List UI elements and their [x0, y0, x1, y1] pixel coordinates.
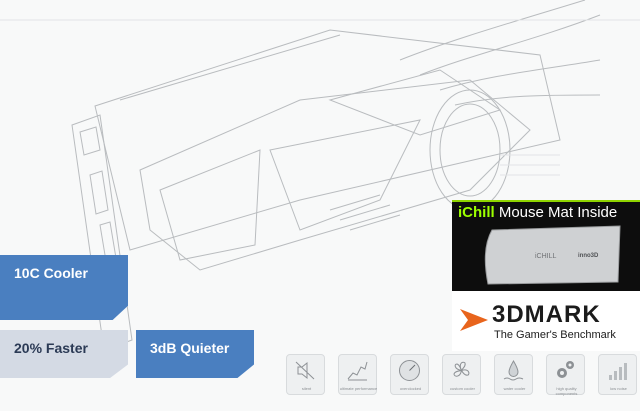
mouse-mat-image: iCHILL inno3D [484, 225, 621, 285]
silent-speaker-icon [295, 361, 315, 380]
feature-caption: overclocked [399, 386, 422, 391]
mouse-mat-brand: iChill [458, 204, 495, 221]
water-drop-icon [503, 360, 524, 381]
mouse-mat-title-rest: Mouse Mat Inside [498, 204, 618, 221]
3dmark-subtitle: The Gamer's Benchmark [494, 329, 616, 341]
feature-custom-cooler: custom cooler [442, 354, 481, 395]
feature-caption: high quality components [555, 386, 578, 396]
3dmark-logo-text: 3DMARK [492, 301, 601, 328]
mouse-mat-title: iChill Mouse Mat Inside [458, 204, 617, 221]
feature-caption: silent [301, 386, 312, 391]
badge-quieter: 3dB Quieter [136, 330, 254, 378]
3dmark-promo: 3DMARK The Gamer's Benchmark [452, 291, 640, 351]
mouse-mat-promo: iChill Mouse Mat Inside iCHILL inno3D [452, 200, 640, 292]
feature-components: high quality components [546, 354, 585, 396]
feature-low-noise: low noise [598, 354, 637, 395]
feature-performance: ultimate performance [338, 354, 377, 395]
badge-faster: 20% Faster [0, 330, 128, 378]
feature-icons-row: silent ultimate performance overclocked … [286, 354, 640, 411]
bar-chart-icon [609, 363, 627, 380]
feature-caption: ultimate performance [339, 386, 378, 391]
feature-caption: custom cooler [450, 386, 475, 391]
3dmark-logo-icon [460, 309, 488, 331]
gears-icon [557, 361, 574, 378]
performance-graph-icon [347, 361, 368, 381]
mouse-mat-label: iCHILL [535, 253, 557, 260]
overclock-gauge-icon [399, 360, 420, 381]
fan-icon [453, 361, 470, 377]
badge-cooler: 10C Cooler [0, 255, 128, 320]
mouse-mat-right-label: inno3D [578, 253, 599, 259]
feature-water-cooler: water cooler [494, 354, 533, 395]
feature-silent: silent [286, 354, 325, 395]
feature-caption: low noise [610, 386, 627, 391]
feature-caption: water cooler [503, 386, 526, 391]
feature-overclocked: overclocked [390, 354, 429, 395]
